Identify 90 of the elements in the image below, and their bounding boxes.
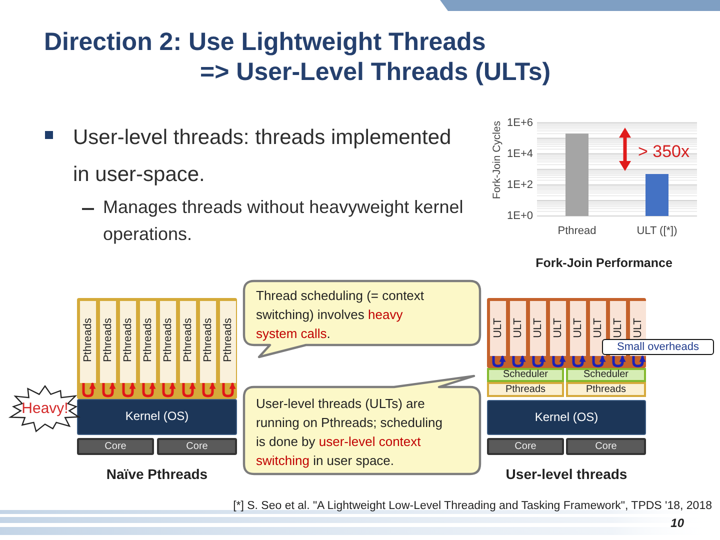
thread-column [510, 301, 526, 356]
thread-column [180, 301, 196, 383]
column-label: ULT [612, 318, 624, 338]
axis-tick-label: 1E+2 [506, 178, 533, 192]
loop-arrow [222, 382, 236, 398]
column-label: Pthreads [122, 318, 134, 362]
column-label: Pthreads [202, 318, 214, 362]
speech-bubble [244, 374, 480, 475]
loop-arrow [182, 382, 196, 398]
thread-column [160, 301, 176, 383]
core-label: Core [514, 440, 536, 452]
core-block [487, 438, 564, 455]
loop-arrow [82, 382, 96, 398]
thread-column [570, 301, 586, 356]
callout-text: Thread scheduling (= context switching) involves heavy system calls. [256, 287, 426, 343]
column-label: ULT [592, 318, 604, 338]
thread-column [200, 301, 216, 383]
citation: [*] S. Seo et al. "A Lightweight Low-Level Threading and Tasking Framework", TPDS '18, 2018 [232, 499, 712, 513]
callout-text: Heavy! [22, 400, 68, 418]
core-label: Core [104, 440, 126, 452]
column-label: ULT [492, 318, 504, 338]
speech-bubble [244, 281, 480, 359]
axis-title: Fork-Join Cycles [491, 120, 503, 200]
callout-box [602, 339, 714, 355]
thread-column [120, 301, 136, 383]
loop-arrow [532, 355, 546, 368]
loop-arrow [142, 382, 156, 398]
core-block [566, 438, 646, 455]
loop-arrow [612, 355, 626, 368]
thread-column [490, 301, 506, 356]
column-label: ULT [532, 318, 544, 338]
layer-label: Pthreads [505, 384, 546, 396]
starburst-callout [8, 386, 82, 432]
scheduler-layer [566, 368, 646, 382]
thread-column [100, 301, 116, 383]
loop-arrow [122, 382, 136, 398]
diagram-caption: User-level threads [504, 465, 628, 483]
bullet-text: Manages threads without heavyweight kernel operations. [103, 196, 464, 246]
layer-label: Pthreads [586, 384, 626, 396]
thread-column [590, 301, 606, 356]
column-label: Pthreads [102, 318, 114, 362]
column-label: ULT [572, 318, 584, 338]
thread-column [140, 301, 156, 383]
column-label: Pthreads [222, 318, 234, 362]
kernel-layer [77, 399, 237, 435]
slide-title: Direction 2: Use Lightweight Threads => User-Level Threads (ULTs) [44, 27, 552, 87]
scheduler-layer [487, 368, 564, 382]
kernel-layer [487, 400, 646, 435]
loop-arrow [512, 355, 526, 368]
column-label: Pthreads [162, 318, 174, 362]
page-number: 10 [670, 516, 684, 530]
pthreads-layer [487, 382, 564, 397]
callout-text: User-level threads (ULTs) are running on Pthreads; scheduling is done by user-level context switching in user space. [256, 395, 444, 470]
layer-label: Scheduler [583, 369, 629, 381]
column-label: ULT [552, 318, 564, 338]
loop-arrow [102, 382, 116, 398]
thread-column [530, 301, 546, 356]
loop-arrow [592, 355, 606, 368]
chart-title: Fork-Join Performance [534, 256, 674, 271]
diagram-caption: Naïve Pthreads [105, 465, 209, 483]
bullet-text: User-level threads: threads implemented in user-space. [73, 125, 452, 188]
loop-arrow [202, 382, 216, 398]
layer-label: Kernel (OS) [534, 410, 598, 424]
column-label: ULT [512, 318, 524, 338]
layer-label: Kernel (OS) [125, 410, 189, 424]
column-label: Pthreads [82, 318, 94, 362]
category-label: ULT ([*]) [636, 224, 678, 238]
thread-column [80, 301, 96, 383]
column-label: Pthreads [182, 318, 194, 362]
axis-tick-label: 1E+0 [506, 209, 533, 223]
loop-arrow [552, 355, 566, 368]
thread-column [220, 301, 236, 383]
annotation-text: > 350x [638, 142, 690, 162]
column-label: Pthreads [142, 318, 154, 362]
note-text: Small overheads [617, 340, 699, 354]
pthreads-layer [566, 382, 646, 397]
layer-label: Scheduler [502, 369, 548, 381]
column-label: ULT [632, 318, 644, 338]
core-block [77, 438, 154, 455]
category-label: Pthread [556, 224, 598, 238]
axis-tick-label: 1E+4 [506, 146, 533, 161]
loop-arrow [492, 355, 506, 368]
loop-arrow [632, 355, 646, 368]
axis-tick-label: 1E+6 [506, 116, 533, 130]
loop-arrow [162, 382, 176, 398]
core-label: Core [186, 440, 208, 452]
loop-arrow [572, 355, 586, 368]
core-block [157, 438, 237, 455]
core-label: Core [595, 440, 617, 452]
thread-column [550, 301, 566, 356]
